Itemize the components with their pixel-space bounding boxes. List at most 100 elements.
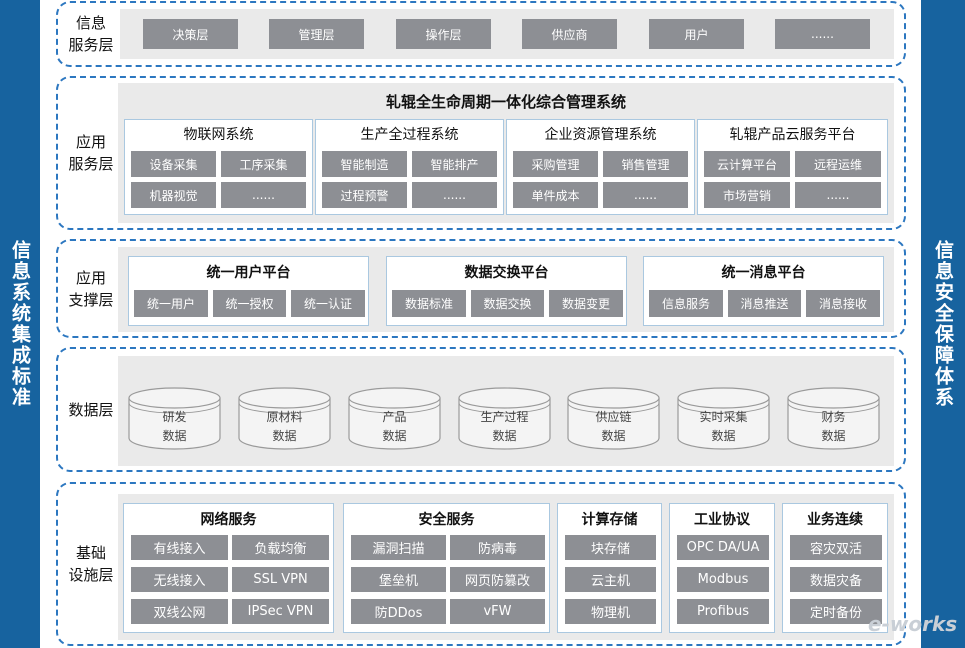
database-label: 研发 数据 [162,410,187,443]
infra-item: 有线接入 [131,535,228,560]
infra-item: Profibus [677,599,769,624]
module-box: ...... [795,182,881,208]
service-box: 统一认证 [291,290,365,317]
layer-content: 轧辊全生命周期一体化综合管理系统 物联网系统 设备采集 工序采集 机器视觉 ..… [118,83,894,223]
service-box: 信息服务 [649,290,723,317]
infra-item: SSL VPN [232,567,329,592]
module-box: 工序采集 [221,151,306,177]
role-box: 决策层 [143,19,238,49]
system-group: 轧辊产品云服务平台 云计算平台 远程运维 市场营销 ...... [697,119,888,215]
system-group: 生产全过程系统 智能制造 智能排产 过程预警 ...... [315,119,504,215]
service-box: 统一用户 [134,290,208,317]
infra-group-title: 工业协议 [694,512,750,528]
module-box: ...... [221,182,306,208]
infra-item: 定时备份 [790,599,882,624]
watermark-logo: e-works [868,612,958,636]
infra-item: 数据灾备 [790,567,882,592]
database-cylinder: 供应链 数据 [566,386,661,452]
service-box: 消息接收 [806,290,880,317]
database-cylinder: 研发 数据 [127,386,222,452]
infra-item: 漏洞扫描 [351,535,446,560]
group-title: 物联网系统 [183,127,254,143]
cylinder-icon [348,387,441,450]
infra-item: 无线接入 [131,567,228,592]
module-box: 市场营销 [704,182,790,208]
infra-group-title: 网络服务 [200,512,257,528]
cylinder-icon [677,387,770,450]
layer-name: 应用 支撑层 [68,268,114,309]
database-label: 产品 数据 [382,410,407,443]
layer-name: 数据层 [68,400,114,419]
cylinder-icon [458,387,551,450]
platform-title: 统一消息平台 [721,265,806,281]
infra-item: Modbus [677,567,769,592]
group-title: 企业资源管理系统 [544,127,657,143]
system-group: 物联网系统 设备采集 工序采集 机器视觉 ...... [124,119,313,215]
infra-group: 工业协议 OPC DA/UA Modbus Profibus [669,503,775,633]
cylinder-icon [787,387,880,450]
database-cylinder: 产品 数据 [347,386,442,452]
layer-name: 信息 服务层 [68,14,114,54]
service-box: 数据交换 [471,290,544,317]
layer-name: 应用 服务层 [68,133,114,173]
system-group: 企业资源管理系统 采购管理 销售管理 单件成本 ...... [506,119,695,215]
right-sidebar-security: 信息安全保障体系 [921,0,965,648]
cylinder-icon [128,387,221,450]
cylinder-icon [238,387,331,450]
infra-item: 云主机 [565,567,656,592]
module-box: 远程运维 [795,151,881,177]
module-box: 销售管理 [603,151,688,177]
infra-group-title: 安全服务 [418,512,475,528]
module-box: 采购管理 [513,151,598,177]
infra-item: IPSec VPN [232,599,329,624]
module-box: 单件成本 [513,182,598,208]
module-box: 过程预警 [322,182,407,208]
module-box: ...... [603,182,688,208]
infra-item: 防DDos [351,599,446,624]
infra-group-title: 计算存储 [581,512,638,528]
service-box: 统一授权 [213,290,286,317]
layer-name: 基础 设施层 [68,544,114,584]
application-support-layer: 应用 支撑层 统一用户平台 统一用户 统一授权 统一认证 数据交换平台 数据标准… [56,239,906,338]
layer-content: 决策层 管理层 操作层 供应商 用户 ...... [120,9,894,59]
infra-group: 业务连续 容灾双活 数据灾备 定时备份 [782,503,888,633]
infra-group: 安全服务 漏洞扫描 防病毒 堡垒机 网页防篡改 防DDos vFW [343,503,550,633]
role-box: ...... [775,19,870,49]
module-box: ...... [412,182,497,208]
infra-group: 网络服务 有线接入 负载均衡 无线接入 SSL VPN 双线公网 IPSec V… [123,503,334,633]
database-label: 供应链 数据 [595,410,632,443]
system-title: 轧辊全生命周期一体化综合管理系统 [385,93,626,111]
infra-group-title: 业务连续 [807,512,863,528]
infra-item: 堡垒机 [351,567,446,592]
application-service-layer: 应用 服务层 轧辊全生命周期一体化综合管理系统 物联网系统 设备采集 工序采集 … [56,76,906,230]
service-box: 数据标准 [392,290,466,317]
module-box: 智能排产 [412,151,497,177]
database-cylinder: 生产过程 数据 [457,386,552,452]
database-cylinder: 实时采集 数据 [676,386,771,452]
infra-group: 计算存储 块存储 云主机 物理机 [557,503,662,633]
platform-group: 数据交换平台 数据标准 数据交换 数据变更 [386,256,627,326]
infra-item: vFW [450,599,545,624]
group-title: 轧辊产品云服务平台 [729,127,856,143]
left-sidebar-standards: 信息系统集成标准 [0,0,40,648]
role-box: 用户 [649,19,744,49]
database-label: 财务 数据 [821,410,846,443]
role-box: 操作层 [396,19,491,49]
infra-item: OPC DA/UA [677,535,769,560]
infra-item: 容灾双活 [790,535,882,560]
module-box: 机器视觉 [131,182,216,208]
platform-group: 统一用户平台 统一用户 统一授权 统一认证 [128,256,369,326]
layer-content: 网络服务 有线接入 负载均衡 无线接入 SSL VPN 双线公网 IPSec V… [118,494,894,640]
platform-title: 统一用户平台 [206,265,291,281]
role-box: 管理层 [269,19,364,49]
platform-title: 数据交换平台 [464,265,549,281]
database-label: 原材料 数据 [266,410,303,443]
module-box: 云计算平台 [704,151,790,177]
database-label: 生产过程 数据 [480,410,529,443]
module-box: 设备采集 [131,151,216,177]
database-label: 实时采集 数据 [699,410,748,443]
role-box: 供应商 [522,19,617,49]
infra-item: 负载均衡 [232,535,329,560]
infra-item: 双线公网 [131,599,228,624]
